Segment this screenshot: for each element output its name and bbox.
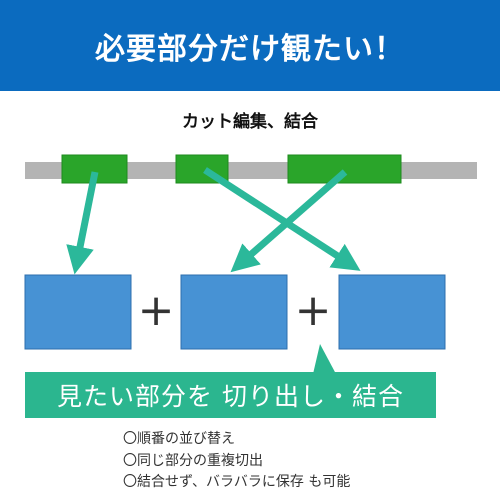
header-banner: 必要部分だけ観たい！	[0, 0, 500, 91]
segment-3	[287, 154, 402, 184]
plus-sign-2: +	[295, 285, 332, 336]
note-item: 〇結合せず、バラバラに保存 も可能	[123, 474, 351, 490]
arrow-segment2-to-clip3	[203, 167, 361, 271]
notes-list: 〇順番の並び替え 〇同じ部分の重複切出 〇結合せず、バラバラに保存 も可能	[123, 429, 493, 494]
clip-1	[24, 274, 132, 350]
plus-sign-1: +	[138, 285, 175, 336]
callout-box: 見たい部分を 切り出し・結合	[25, 372, 436, 418]
callout-pointer	[313, 344, 336, 374]
arrow-segment3-to-clip2	[230, 169, 348, 273]
clip-2	[180, 274, 288, 350]
clip-3	[338, 274, 446, 350]
note-item: 〇同じ部分の重複切出	[123, 452, 263, 469]
callout-text: 見たい部分を 切り出し・結合	[57, 382, 404, 411]
header-title: 必要部分だけ観たい！	[95, 31, 405, 67]
note-item: 〇順番の並び替え	[123, 431, 235, 447]
arrow-segment1-to-clip1	[66, 171, 99, 275]
diagram-subtitle: カット編集、結合	[182, 112, 318, 132]
